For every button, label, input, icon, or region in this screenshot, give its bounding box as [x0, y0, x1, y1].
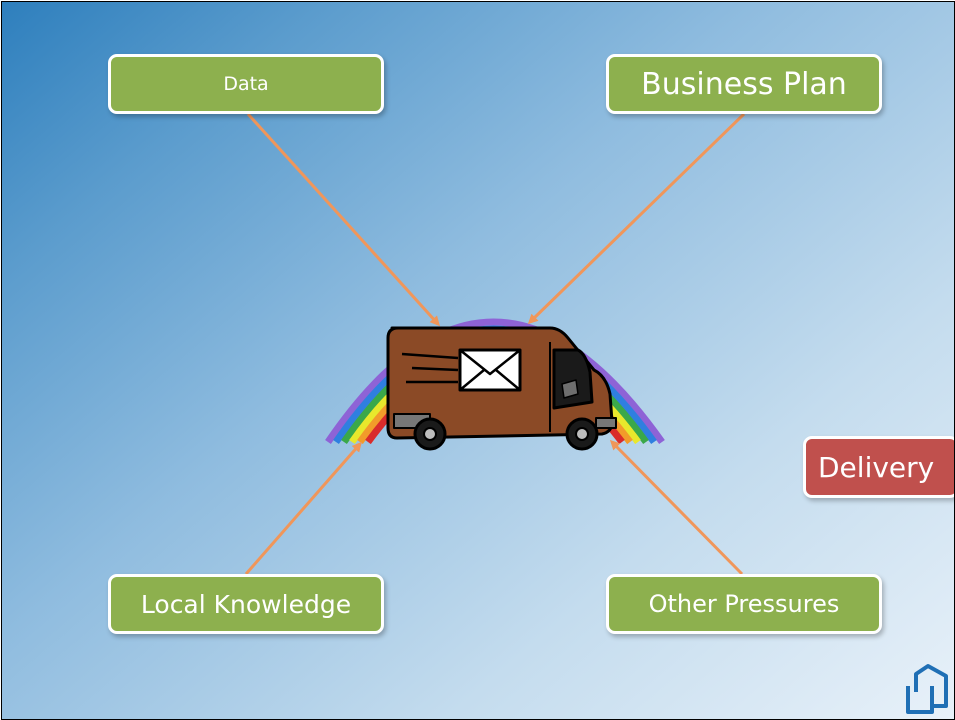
other-pressures-box: Other Pressures	[606, 574, 882, 634]
arrow-other-pressures	[609, 439, 744, 576]
arrow-business-plan	[527, 112, 746, 325]
arrow-local-knowledge	[244, 441, 362, 575]
business-plan-box: Business Plan	[606, 54, 882, 114]
logo-icon	[906, 664, 948, 714]
data-box: Data	[108, 54, 384, 114]
delivery-van-icon	[386, 326, 617, 451]
arrow-data	[246, 112, 441, 327]
delivery-box: Delivery	[803, 436, 954, 498]
local-knowledge-box: Local Knowledge	[108, 574, 384, 634]
